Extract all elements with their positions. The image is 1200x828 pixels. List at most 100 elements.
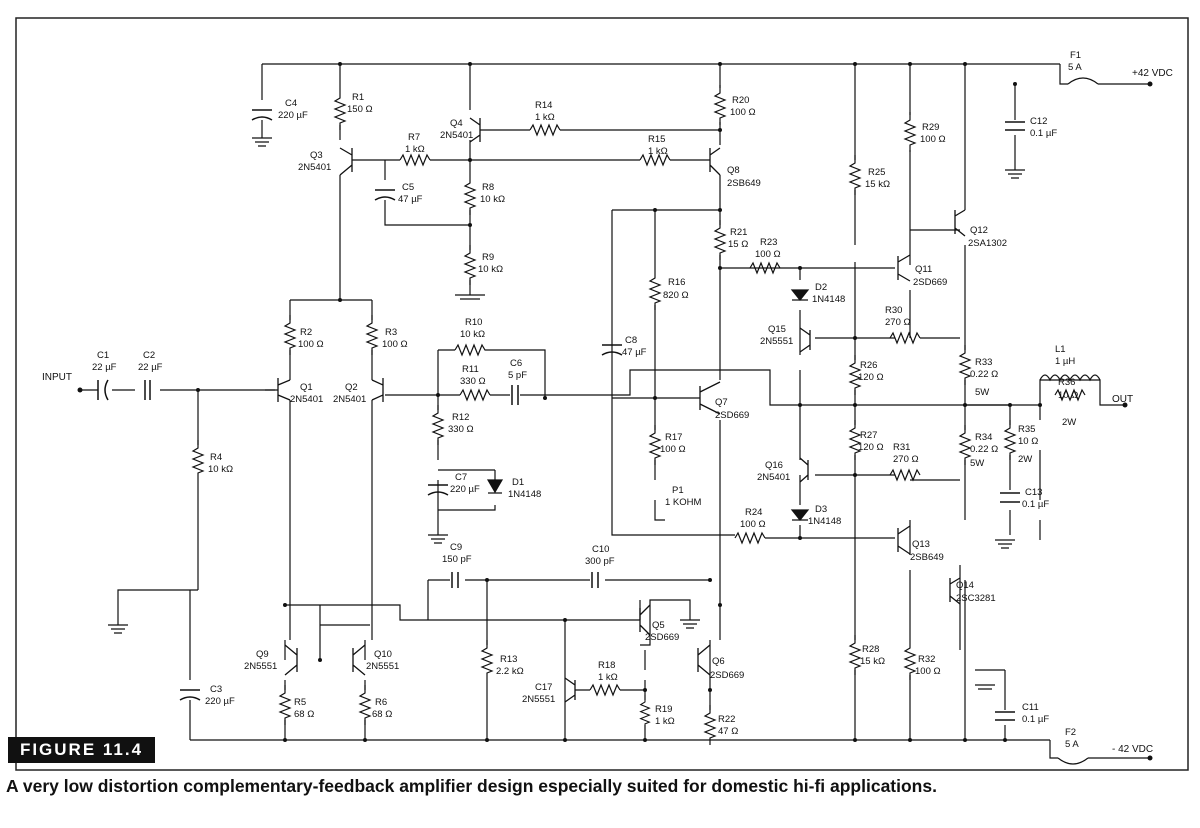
q7-label: Q7	[715, 397, 728, 408]
r27-label: R27	[860, 430, 877, 441]
r19-value: 1 kΩ	[655, 716, 675, 727]
c10-value: 300 pF	[585, 556, 615, 567]
q2-value: 2N5401	[333, 394, 366, 405]
f1-value: 5 A	[1068, 62, 1082, 73]
diagram-frame	[15, 17, 1189, 771]
figure-badge: FIGURE 11.4	[8, 737, 155, 763]
r18-label: R18	[598, 660, 615, 671]
c9-value: 150 pF	[442, 554, 472, 565]
r29-label: R29	[922, 122, 939, 133]
r22-value: 47 Ω	[718, 726, 738, 737]
r20-label: R20	[732, 95, 749, 106]
q16-value: 2N5401	[757, 472, 790, 483]
c6-label: C6	[510, 358, 522, 369]
r1-value: 150 Ω	[347, 104, 373, 115]
transistors	[265, 117, 966, 703]
q15-value: 2N5551	[760, 336, 793, 347]
q7-value: 2SD669	[715, 410, 749, 421]
r1-label: R1	[352, 92, 364, 103]
q6-value: 2SD669	[710, 670, 744, 681]
r12-label: R12	[452, 412, 469, 423]
q11-value: 2SD669	[913, 277, 947, 288]
r3-label: R3	[385, 327, 397, 338]
c6-value: 5 pF	[508, 370, 527, 381]
q1-value: 2N5401	[290, 394, 323, 405]
d1-label: D1	[512, 477, 524, 488]
d2-label: D2	[815, 282, 827, 293]
input-label: INPUT	[42, 372, 72, 383]
r21-value: 15 Ω	[728, 239, 748, 250]
q4-value: 2N5401	[440, 130, 473, 141]
q10-value: 2N5551	[366, 661, 399, 672]
c2-value: 22 µF	[138, 362, 163, 373]
c3-label: C3	[210, 684, 222, 695]
r24-label: R24	[745, 507, 762, 518]
q5-value: 2SD669	[645, 632, 679, 643]
diodes	[486, 289, 810, 521]
r2-label: R2	[300, 327, 312, 338]
r25-value: 15 kΩ	[865, 179, 890, 190]
r16-label: R16	[668, 277, 685, 288]
c4-label: C4	[285, 98, 297, 109]
c10-label: C10	[592, 544, 609, 555]
r11-value: 330 Ω	[460, 376, 486, 387]
q9-value: 2N5551	[244, 661, 277, 672]
r23-label: R23	[760, 237, 777, 248]
c1-value: 22 µF	[92, 362, 117, 373]
r35-label: R35	[1018, 424, 1035, 435]
c7-value: 220 µF	[450, 484, 480, 495]
c8-value: 47 µF	[622, 347, 647, 358]
q13-value: 2SB649	[910, 552, 944, 563]
q6-label: Q6	[712, 656, 725, 667]
io-labels: INPUT OUT +42 VDC - 42 VDC	[42, 68, 1173, 755]
c17-label: C17	[535, 682, 552, 693]
q9-label: Q9	[256, 649, 269, 660]
c1-label: C1	[97, 350, 109, 361]
r31-label: R31	[893, 442, 910, 453]
d3-label: D3	[815, 504, 827, 515]
q5-label: Q5	[652, 620, 665, 631]
wiring	[80, 63, 1150, 759]
r18-value: 1 kΩ	[598, 672, 618, 683]
f2-label: F2	[1065, 727, 1076, 738]
r5-value: 68 Ω	[294, 709, 314, 720]
r34-watt: 5W	[970, 458, 984, 469]
r17-value: 100 Ω	[660, 444, 686, 455]
r3-value: 100 Ω	[382, 339, 408, 350]
q14-value: 2SC3281	[956, 593, 996, 604]
r13-value: 2.2 kΩ	[496, 666, 524, 677]
r24-value: 100 Ω	[740, 519, 766, 530]
r10-value: 10 kΩ	[460, 329, 485, 340]
vplus-label: +42 VDC	[1132, 68, 1173, 79]
q14-label: Q14	[956, 580, 974, 591]
r36-value: 10 Ω	[1058, 390, 1078, 401]
r36-watt: 2W	[1062, 417, 1076, 428]
vminus-label: - 42 VDC	[1112, 744, 1153, 755]
q15-label: Q15	[768, 324, 786, 335]
q4-label: Q4	[450, 118, 463, 129]
r26-value: 120 Ω	[858, 372, 884, 383]
r14-label: R14	[535, 100, 552, 111]
c12-label: C12	[1030, 116, 1047, 127]
r31-value: 270 Ω	[893, 454, 919, 465]
q1-label: Q1	[300, 382, 313, 393]
d1-value: 1N4148	[508, 489, 541, 500]
r34-value: 0.22 Ω	[970, 444, 998, 455]
ground-symbols	[108, 137, 1025, 690]
r13-label: R13	[500, 654, 517, 665]
c2-label: C2	[143, 350, 155, 361]
q12-label: Q12	[970, 225, 988, 236]
l1-label: L1	[1055, 344, 1066, 355]
r33-label: R33	[975, 357, 992, 368]
r20-value: 100 Ω	[730, 107, 756, 118]
component-labels: F1 5 A F2 5 A C1 22 µF C2 22 µF C3 220 µ…	[92, 50, 1082, 750]
d3-value: 1N4148	[808, 516, 841, 527]
r14-value: 1 kΩ	[535, 112, 555, 123]
r12-value: 330 Ω	[448, 424, 474, 435]
r32-label: R32	[918, 654, 935, 665]
r6-label: R6	[375, 697, 387, 708]
resistors-horizontal	[399, 123, 1101, 697]
r15-label: R15	[648, 134, 665, 145]
r27-value: 120 Ω	[858, 442, 884, 453]
